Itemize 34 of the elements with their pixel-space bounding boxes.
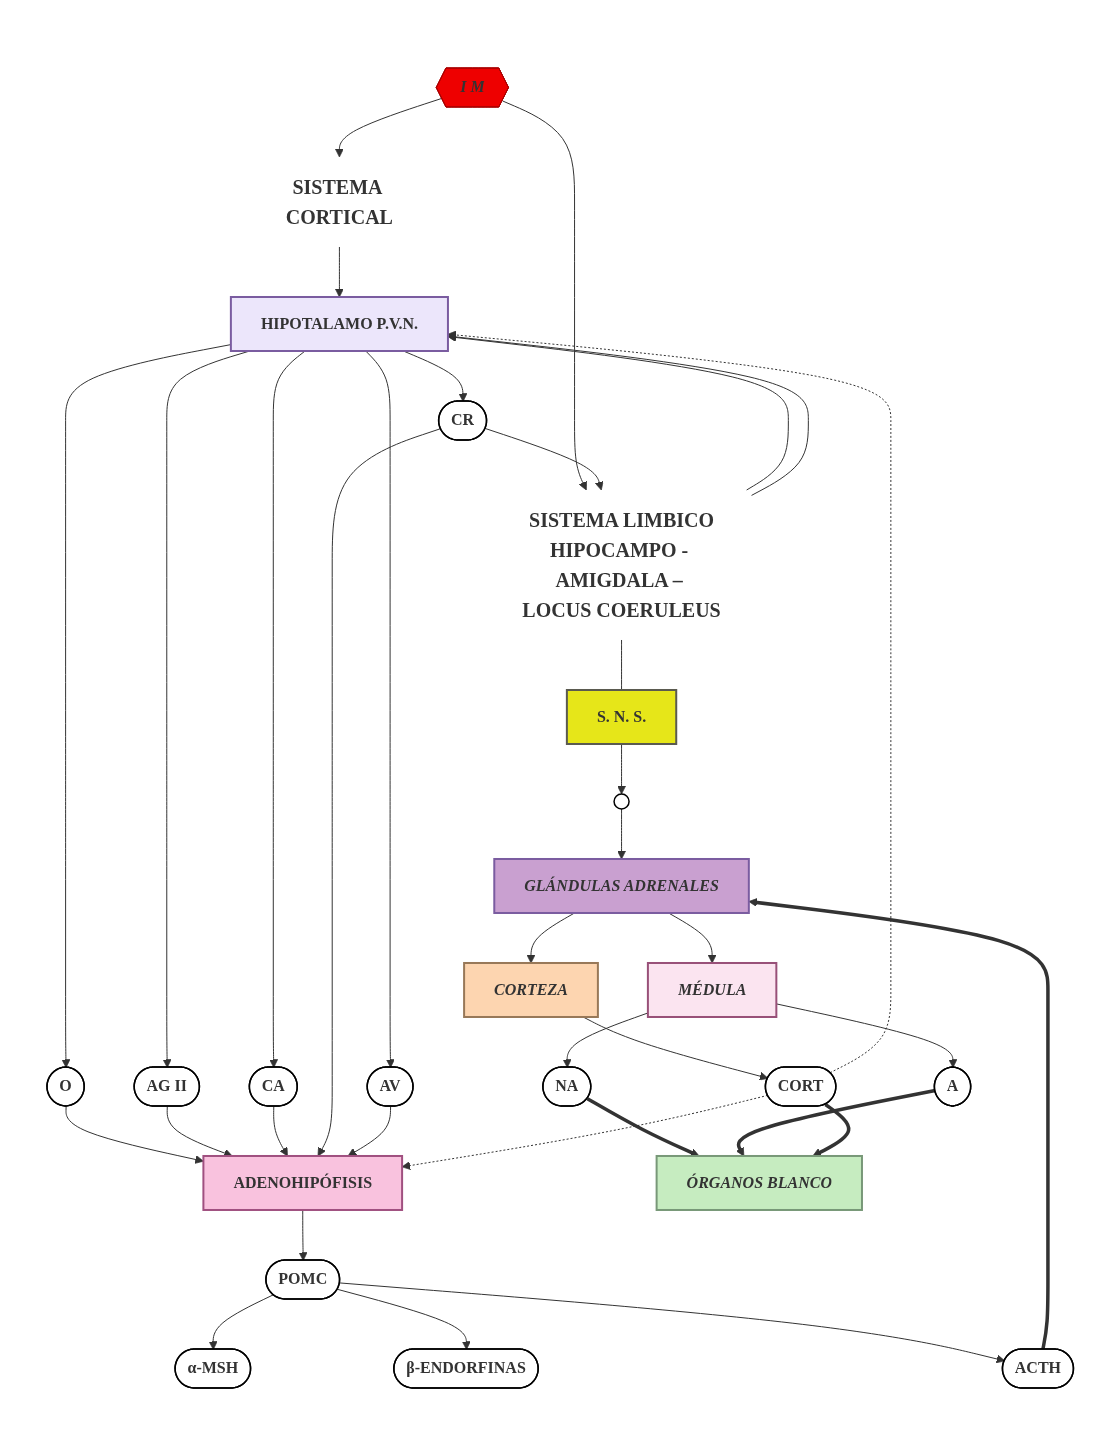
arrow [317,428,441,1157]
arrow [616,808,626,860]
arrow [748,898,1050,1350]
arrow [812,1103,851,1157]
node-text: SISTEMA LIMBICO HIPOCAMPO - AMIGDALA – LOCUS COERULEUS [522,508,721,621]
arrow [586,1097,700,1157]
arrow [334,97,443,158]
arrow [269,350,306,1068]
node-circle [613,793,630,810]
arrow [347,1106,391,1157]
arrow [616,743,626,795]
arrow [65,1106,204,1164]
node-box: GLÁNDULAS ADRENALES [493,858,750,914]
node-box: CORTEZA [462,962,599,1018]
arrow [447,330,892,1074]
arrow [365,350,395,1068]
connector [620,639,622,691]
arrow [526,912,575,964]
arrow [339,1282,1005,1364]
arrow [582,1016,769,1081]
arrow [667,912,717,964]
arrow [336,1288,471,1350]
node-box: ADENOHIPÓFISIS [202,1155,403,1211]
node-box: HIPOTALAMO P.V.N. [229,296,449,352]
arrow [334,246,344,298]
node-box: MÉDULA [646,962,778,1018]
arrow [208,1294,274,1350]
arrow [501,100,587,491]
node-box: S. N. S. [565,689,677,745]
node-text: SISTEMA CORTICAL [285,176,393,228]
arrow [298,1209,308,1261]
arrow [484,428,604,491]
node-box: ÓRGANOS BLANCO [655,1155,863,1211]
arrow [272,1106,288,1157]
